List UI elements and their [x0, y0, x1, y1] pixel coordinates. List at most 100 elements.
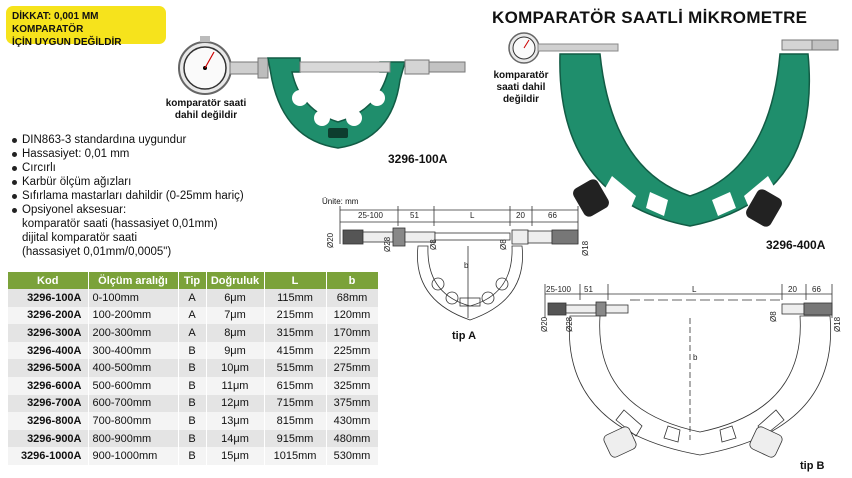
- cell-b: 225mm: [326, 341, 379, 360]
- cell-olcum-araligi: 400-500mm: [88, 359, 179, 377]
- dim-a-b: b: [464, 261, 469, 270]
- caption-large: komparatör saati dahil değildir: [478, 70, 564, 106]
- table-header-row: Kod Ölçüm aralığı Tip Doğruluk L b: [8, 272, 379, 289]
- col-olcum-araligi: Ölçüm aralığı: [88, 272, 179, 289]
- cell-tip: A: [178, 324, 207, 342]
- dim-b-phi8: Ø8: [769, 311, 778, 322]
- cell-b: 120mm: [326, 306, 379, 325]
- dim-a-phi8-left: Ø8: [429, 239, 438, 250]
- cell-kod: 3296-600A: [8, 376, 89, 395]
- cell-tip: B: [178, 394, 207, 413]
- drawing-tip-b: [544, 284, 833, 458]
- cell-tip: B: [178, 359, 207, 377]
- col-l: L: [264, 272, 327, 289]
- cell-l: 515mm: [264, 359, 327, 377]
- cell-tip: B: [178, 447, 207, 465]
- cell-dogruluk: 9μm: [206, 341, 265, 360]
- cell-dogruluk: 14μm: [206, 429, 265, 448]
- dim-a-phi28: Ø28: [383, 236, 392, 252]
- model-label-large: 3296-400A: [766, 238, 826, 252]
- feature-sub-item: dijital komparatör saati: [22, 232, 138, 244]
- warning-badge: DİKKAT: 0,001 MM KOMPARATÖR İÇİN UYGUN D…: [6, 6, 166, 48]
- cell-b: 275mm: [326, 359, 379, 377]
- caption-large-line-3: değildir: [502, 94, 540, 105]
- cell-tip: A: [178, 306, 207, 325]
- model-label-small: 3296-100A: [388, 152, 448, 166]
- cell-l: 815mm: [264, 412, 327, 430]
- cell-l: 215mm: [264, 306, 327, 325]
- tip-a-label: tip A: [452, 330, 477, 342]
- dim-a-phi18: Ø18: [581, 240, 590, 256]
- cell-b: 375mm: [326, 394, 379, 413]
- cell-dogruluk: 15μm: [206, 447, 265, 465]
- cell-kod: 3296-800A: [8, 412, 89, 430]
- dim-b-2: 51: [584, 285, 593, 294]
- cell-kod: 3296-500A: [8, 359, 89, 377]
- cell-olcum-araligi: 200-300mm: [88, 324, 179, 342]
- micrometer-large-image: [508, 32, 839, 227]
- dim-a-phi20: Ø20: [326, 232, 335, 248]
- cell-kod: 3296-700A: [8, 394, 89, 413]
- cell-olcum-araligi: 0-100mm: [88, 289, 179, 307]
- cell-dogruluk: 8μm: [206, 324, 265, 342]
- cell-tip: A: [178, 289, 207, 307]
- feature-item: Hassasiyet: 0,01 mm: [10, 147, 244, 161]
- dim-b-b: b: [693, 353, 698, 362]
- page-title: KOMPARATÖR SAATLİ MİKROMETRE: [492, 8, 808, 27]
- feature-list: DIN863-3 standardına uygundur Hassasiyet…: [10, 133, 244, 259]
- dim-b-phi20: Ø20: [540, 316, 549, 332]
- caption-large-line-1: komparatör: [493, 70, 549, 81]
- warning-line-2: İÇİN UYGUN DEĞİLDİR: [12, 37, 122, 48]
- dim-b-phi28: Ø28: [565, 316, 574, 332]
- cell-dogruluk: 7μm: [206, 306, 265, 325]
- feature-sub-item: komparatör saati (hassasiyet 0,01mm): [22, 218, 218, 230]
- col-b: b: [326, 272, 379, 289]
- tip-b-label: tip B: [800, 460, 825, 472]
- drawing-tip-a: [339, 206, 579, 321]
- cell-dogruluk: 12μm: [206, 394, 265, 413]
- dim-a-4: 20: [516, 211, 525, 220]
- cell-l: 615mm: [264, 376, 327, 395]
- dim-a-1: 25-100: [358, 211, 383, 220]
- cell-olcum-araligi: 500-600mm: [88, 376, 179, 395]
- col-dogruluk: Doğruluk: [206, 272, 265, 289]
- cell-kod: 3296-300A: [8, 324, 89, 342]
- dim-a-5: 66: [548, 211, 557, 220]
- cell-kod: 3296-900A: [8, 429, 89, 448]
- dim-b-3: L: [692, 285, 697, 294]
- cell-dogruluk: 10μm: [206, 359, 265, 377]
- cell-l: 915mm: [264, 429, 327, 448]
- caption-small: komparatör saati dahil değildir: [158, 98, 254, 122]
- cell-kod: 3296-100A: [8, 289, 89, 307]
- cell-b: 430mm: [326, 412, 379, 430]
- cell-olcum-araligi: 600-700mm: [88, 394, 179, 413]
- feature-item: Cırcırlı: [10, 161, 244, 175]
- col-kod: Kod: [8, 272, 89, 289]
- feature-item: Sıfırlama mastarları dahildir (0-25mm ha…: [10, 189, 244, 203]
- cell-l: 415mm: [264, 341, 327, 360]
- cell-olcum-araligi: 800-900mm: [88, 429, 179, 448]
- cell-kod: 3296-400A: [8, 341, 89, 360]
- cell-tip: B: [178, 412, 207, 430]
- cell-tip: B: [178, 429, 207, 448]
- cell-tip: B: [178, 341, 207, 360]
- cell-dogruluk: 11μm: [206, 376, 265, 395]
- cell-dogruluk: 13μm: [206, 412, 265, 430]
- col-tip: Tip: [178, 272, 207, 289]
- warning-line-1: DİKKAT: 0,001 MM KOMPARATÖR: [12, 11, 99, 35]
- cell-tip: B: [178, 376, 207, 395]
- units-label: Ünite: mm: [322, 197, 359, 206]
- caption-small-line-1: komparatör saati: [165, 98, 247, 109]
- dim-b-1: 25-100: [546, 285, 571, 294]
